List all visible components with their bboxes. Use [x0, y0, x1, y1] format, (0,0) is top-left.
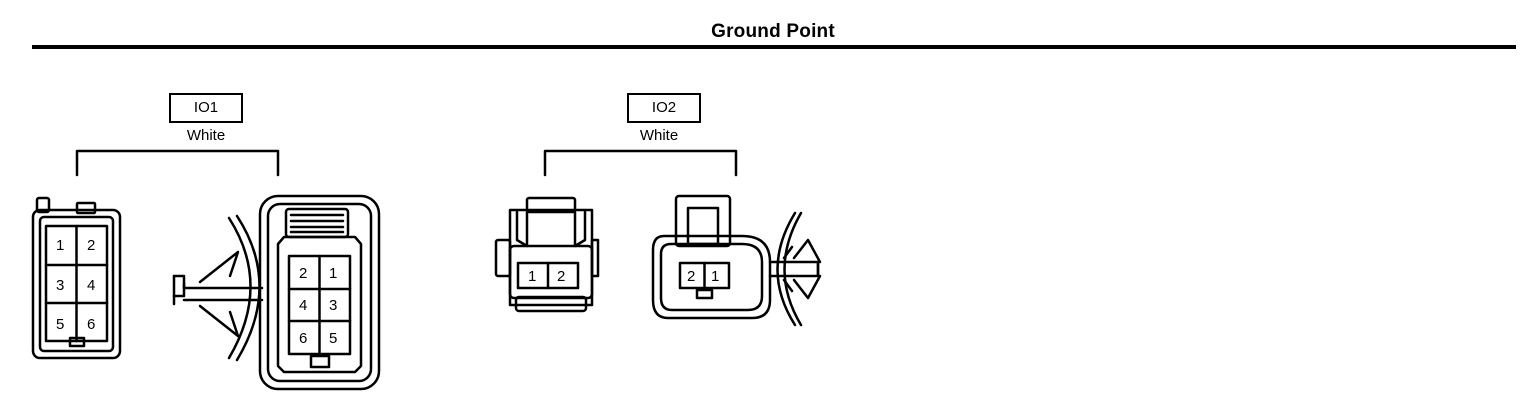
pin-label: 2 — [299, 265, 307, 282]
connector-color-io1: White — [186, 127, 226, 144]
pin-label: 1 — [329, 265, 337, 282]
connector-io2-face-a: 1 2 — [494, 196, 600, 313]
pin-label: 2 — [557, 268, 565, 285]
pin-label: 3 — [56, 277, 64, 294]
pin-label: 1 — [56, 237, 64, 254]
pin-label: 2 — [687, 268, 695, 285]
connector-io1-face-a: 1 2 3 4 5 6 — [31, 196, 122, 360]
retainer-clip-io1 — [172, 214, 264, 362]
connector-io2-face-b: 2 1 — [651, 194, 772, 320]
pin-label: 5 — [329, 330, 337, 347]
pin-label: 3 — [329, 297, 337, 314]
page-title: Ground Point — [711, 21, 835, 42]
title-divider — [32, 45, 1516, 49]
retainer-clip-io2 — [768, 211, 822, 327]
connector-id-io1: IO1 — [169, 93, 243, 123]
pin-label: 1 — [711, 268, 719, 285]
pin-label: 1 — [528, 268, 536, 285]
pin-label: 6 — [87, 316, 95, 333]
pin-label: 4 — [299, 297, 307, 314]
connector-color-io2: White — [639, 127, 679, 144]
connector-id-io2: IO2 — [627, 93, 701, 123]
pin-label: 4 — [87, 277, 95, 294]
pin-label: 6 — [299, 330, 307, 347]
pin-label: 5 — [56, 316, 64, 333]
bracket-io1 — [75, 149, 280, 177]
bracket-io2 — [543, 149, 738, 177]
pin-label: 2 — [87, 237, 95, 254]
connector-io1-face-b: 2 1 4 3 6 5 — [258, 194, 381, 391]
